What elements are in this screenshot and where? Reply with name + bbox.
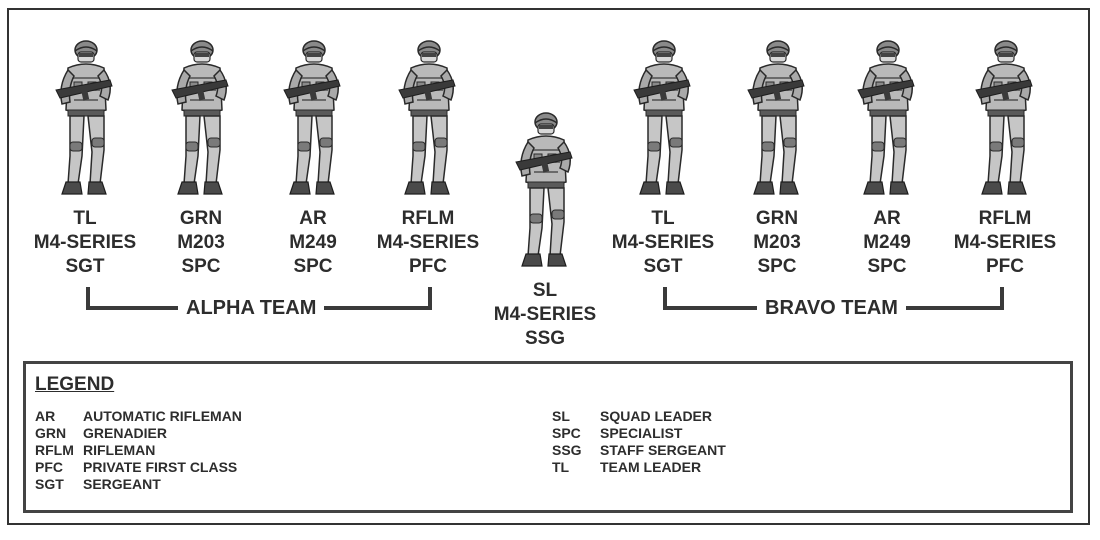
soldier-label: TL M4-SERIES SGT [608, 207, 718, 279]
role-text: TL [73, 208, 97, 229]
legend-column-right: SL SQUAD LEADER SPC SPECIALIST SSG STAFF SE… [552, 408, 726, 476]
weapon-text: M4-SERIES [376, 232, 480, 253]
rank-text: SGT [65, 256, 105, 277]
soldier-label: SL M4-SERIES SSG [490, 279, 600, 351]
rank-text: SPC [867, 256, 907, 277]
legend-abbr: RFLM [35, 442, 74, 458]
legend-abbr: GRN [35, 425, 67, 441]
legend-meaning: STAFF SERGEANT [600, 442, 726, 458]
weapon-text: M4-SERIES [493, 304, 597, 325]
rank-text: SGT [643, 256, 683, 277]
soldier-label: TL M4-SERIES SGT [30, 207, 140, 279]
rank-text: SPC [757, 256, 797, 277]
legend-box: LEGEND AR AUTOMATIC RIFLEMAN GRN GRENADIER… [23, 361, 1073, 513]
bravo-team-label: BRAVO TEAM [757, 296, 906, 320]
rank-text: SPC [181, 256, 221, 277]
weapon-text: M4-SERIES [33, 232, 137, 253]
legend-abbr: SSG [552, 442, 582, 458]
legend-meaning: RIFLEMAN [83, 442, 156, 458]
rank-text: SPC [293, 256, 333, 277]
role-text: GRN [755, 208, 799, 229]
legend-abbr: SGT [35, 476, 64, 492]
legend-item: SPC SPECIALIST [552, 425, 726, 442]
legend-item: RFLM RIFLEMAN [35, 442, 242, 459]
role-text: TL [651, 208, 675, 229]
role-text: AR [299, 208, 327, 229]
legend-abbr: SPC [552, 425, 581, 441]
weapon-text: M4-SERIES [953, 232, 1057, 253]
role-text: RFLM [978, 208, 1032, 229]
legend-column-left: AR AUTOMATIC RIFLEMAN GRN GRENADIER RFLM RI… [35, 408, 242, 493]
role-text: RFLM [401, 208, 455, 229]
legend-abbr: SL [552, 408, 570, 424]
legend-item: PFC PRIVATE FIRST CLASS [35, 459, 242, 476]
soldier-label: AR M249 SPC [832, 207, 942, 279]
weapon-text: M203 [753, 232, 801, 253]
diagram-frame [7, 8, 1090, 525]
legend-meaning: SPECIALIST [600, 425, 683, 441]
legend-item: AR AUTOMATIC RIFLEMAN [35, 408, 242, 425]
legend-abbr: TL [552, 459, 570, 475]
legend-item: GRN GRENADIER [35, 425, 242, 442]
soldier-label: GRN M203 SPC [722, 207, 832, 279]
rank-text: SSG [524, 328, 566, 349]
legend-meaning: TEAM LEADER [600, 459, 702, 475]
soldier-label: AR M249 SPC [258, 207, 368, 279]
soldier-label: GRN M203 SPC [146, 207, 256, 279]
soldier-label: RFLM M4-SERIES PFC [373, 207, 483, 279]
legend-meaning: SERGEANT [83, 476, 161, 492]
legend-meaning: SQUAD LEADER [600, 408, 713, 424]
legend-abbr: AR [35, 408, 56, 424]
legend-item: SGT SERGEANT [35, 476, 242, 493]
legend-meaning: GRENADIER [83, 425, 168, 441]
weapon-text: M203 [177, 232, 225, 253]
legend-item: SSG STAFF SERGEANT [552, 442, 726, 459]
legend-item: TL TEAM LEADER [552, 459, 726, 476]
role-text: SL [532, 280, 558, 301]
weapon-text: M4-SERIES [611, 232, 715, 253]
legend-item: SL SQUAD LEADER [552, 408, 726, 425]
rank-text: PFC [409, 256, 447, 277]
legend-meaning: AUTOMATIC RIFLEMAN [83, 408, 242, 424]
role-text: GRN [179, 208, 223, 229]
weapon-text: M249 [289, 232, 337, 253]
soldier-label: RFLM M4-SERIES PFC [950, 207, 1060, 279]
legend-abbr: PFC [35, 459, 63, 475]
role-text: AR [873, 208, 901, 229]
rank-text: PFC [986, 256, 1024, 277]
legend-title: LEGEND [35, 374, 115, 395]
weapon-text: M249 [863, 232, 911, 253]
legend-meaning: PRIVATE FIRST CLASS [83, 459, 238, 475]
alpha-team-label: ALPHA TEAM [178, 296, 325, 320]
